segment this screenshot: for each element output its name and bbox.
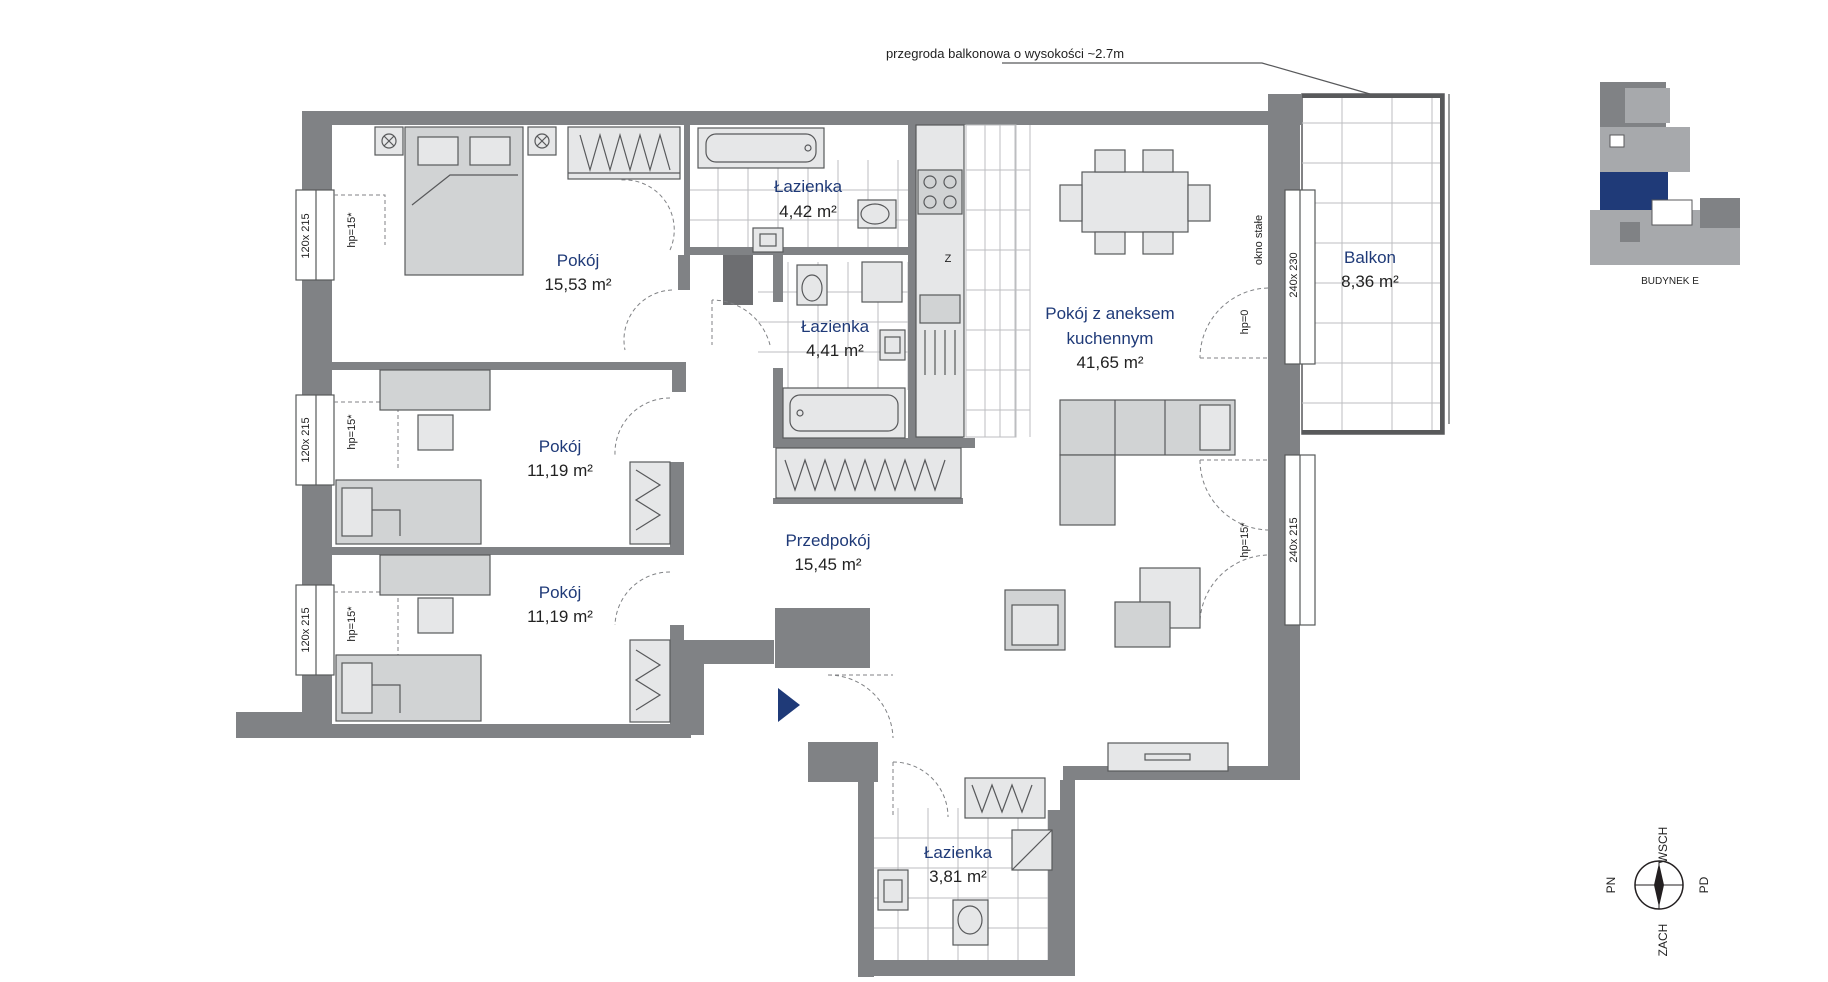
bathroom-2-fixtures bbox=[711, 261, 906, 439]
bedroom-2-furniture bbox=[335, 369, 671, 545]
kitchen-steps bbox=[965, 124, 1031, 438]
balcony: Balkon 8,36 m² bbox=[1301, 93, 1450, 435]
fixed-window-note: okno stałe bbox=[1253, 215, 1265, 265]
window-bedroom-1: 120x 215 hp=15* bbox=[295, 189, 386, 281]
balcony-area: 8,36 m² bbox=[1341, 272, 1399, 291]
living-room-name-1: Pokój z aneksem bbox=[1045, 304, 1174, 323]
window-living: 240x 215 hp=15* bbox=[1199, 454, 1316, 626]
window-5-hp: hp=15* bbox=[1239, 522, 1251, 558]
window-balcony-door: 240x 230 okno stałe hp=0 bbox=[1199, 189, 1316, 365]
kitchen: Z bbox=[915, 124, 1031, 438]
compass-w: ZACH bbox=[1656, 924, 1670, 957]
window-1-size: 120x 215 bbox=[300, 213, 312, 258]
window-4-size: 240x 230 bbox=[1288, 252, 1300, 297]
compass-s: PD bbox=[1697, 876, 1711, 893]
window-4-hp: hp=0 bbox=[1239, 310, 1251, 335]
bathroom-3-fixtures bbox=[877, 761, 1053, 946]
living-room-area: 41,65 m² bbox=[1076, 353, 1143, 372]
tv-stand bbox=[1107, 742, 1229, 772]
compass-n: PN bbox=[1604, 877, 1618, 894]
window-3-size: 120x 215 bbox=[300, 607, 312, 652]
bedroom-3-name: Pokój bbox=[539, 583, 582, 602]
bedroom-3-area: 11,19 m² bbox=[527, 607, 593, 626]
window-bedroom-3: 120x 215 hp=15* bbox=[295, 584, 399, 676]
bedroom-1-furniture bbox=[374, 126, 681, 351]
window-1-hp: hp=15* bbox=[346, 212, 358, 248]
bathroom-2-area: 4,41 m² bbox=[806, 341, 864, 360]
living-room-name-2: kuchennym bbox=[1067, 329, 1154, 348]
hall-name: Przedpokój bbox=[785, 531, 870, 550]
compass: PN WSCH PD ZACH bbox=[1604, 827, 1711, 957]
living-room-armchairs bbox=[1004, 567, 1201, 651]
compass-needle-icon bbox=[1654, 863, 1664, 907]
balcony-partition-annotation: przegroda balkonowa o wysokości ~2.7m bbox=[886, 46, 1371, 95]
entrance-door[interactable] bbox=[778, 674, 894, 739]
bathroom-1-area: 4,42 m² bbox=[779, 202, 837, 221]
window-bedroom-2: 120x 215 hp=15* bbox=[295, 394, 399, 486]
dining-set bbox=[1059, 149, 1211, 255]
bathroom-2-name: Łazienka bbox=[801, 317, 870, 336]
sofa bbox=[1059, 399, 1236, 526]
balcony-name: Balkon bbox=[1344, 248, 1396, 267]
window-2-hp: hp=15* bbox=[346, 414, 358, 450]
balcony-tiles bbox=[1302, 94, 1444, 434]
window-3-hp: hp=15* bbox=[346, 606, 358, 642]
hall-area: 15,45 m² bbox=[794, 555, 861, 574]
bathroom-3-area: 3,81 m² bbox=[929, 867, 987, 886]
key-plan: BUDYNEK E bbox=[1590, 82, 1740, 287]
bedroom-3-furniture bbox=[335, 554, 671, 723]
compass-e: WSCH bbox=[1656, 827, 1670, 864]
bedroom-1-name: Pokój bbox=[557, 251, 600, 270]
hall-wardrobe bbox=[775, 447, 962, 499]
balcony-partition-text: przegroda balkonowa o wysokości ~2.7m bbox=[886, 46, 1124, 61]
bedroom-2-area: 11,19 m² bbox=[527, 461, 593, 480]
bedroom-1-area: 15,53 m² bbox=[544, 275, 611, 294]
window-5-size: 240x 215 bbox=[1288, 517, 1300, 562]
bathroom-3-name: Łazienka bbox=[924, 843, 993, 862]
window-2-size: 120x 215 bbox=[300, 417, 312, 462]
kitchen-marker: Z bbox=[945, 253, 952, 265]
bathroom-1-fixtures bbox=[697, 127, 897, 253]
key-plan-building-label: BUDYNEK E bbox=[1641, 276, 1699, 287]
entrance-arrow-icon bbox=[778, 688, 800, 722]
bedroom-2-name: Pokój bbox=[539, 437, 582, 456]
bathroom-1-name: Łazienka bbox=[774, 177, 843, 196]
